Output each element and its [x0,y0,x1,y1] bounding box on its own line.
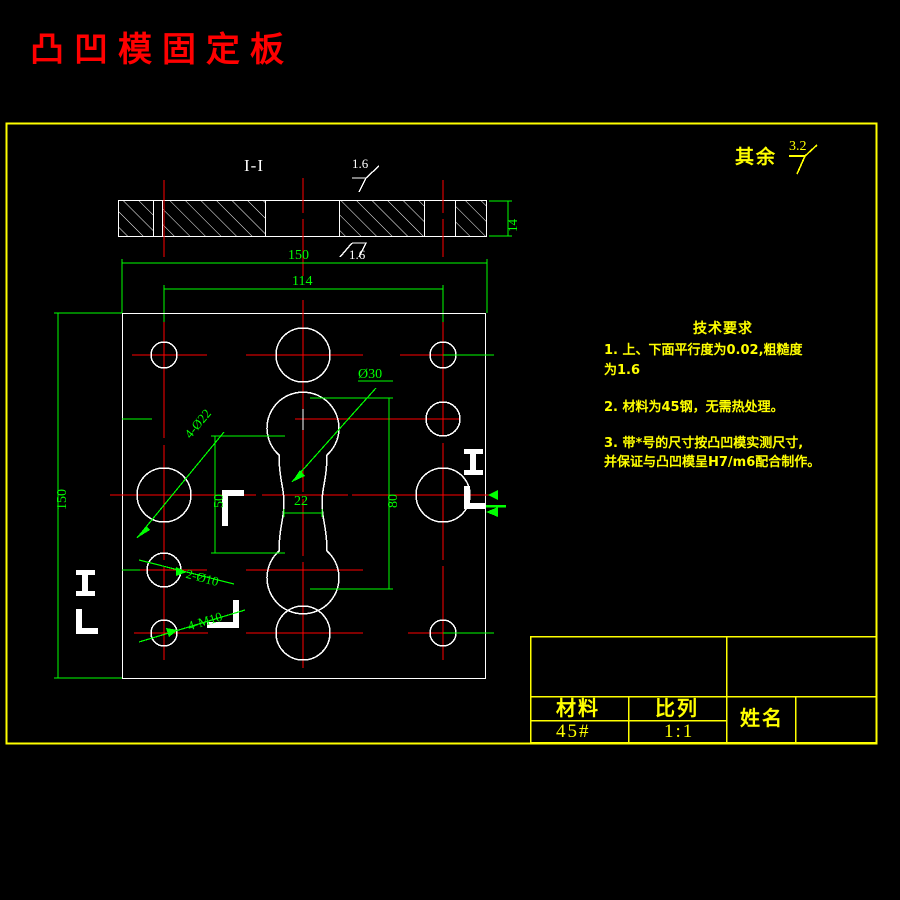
section-marker-right [464,449,506,517]
dim-label-80: 80 [386,494,401,508]
dim-label-22: 22 [294,494,308,509]
drawing-frame [5,122,878,745]
tech-note-line-5: 并保证与凸凹模呈H7/m6配合制作。 [604,455,821,470]
corner-bracket-lower [207,600,239,628]
tech-note-line-1: 1. 上、下面平行度为0.02,粗糙度 [604,343,803,358]
hole-m10-bl [150,619,178,647]
tech-note-line-3: 2. 材料为45钢，无需热处理。 [604,400,784,415]
dim-thickness-14 [489,200,512,237]
overall-finish-label: 其余 [735,146,778,168]
centerlines [110,300,496,668]
overall-finish-value: 3.2 [789,139,807,154]
hole-d22-top [275,327,331,383]
tech-note-line-4: 3. 带*号的尺寸按凸凹模实测尺寸, [604,436,804,451]
leader-d30 [291,380,393,483]
dim-label-150-top: 150 [288,248,309,263]
dim-label-height-150: 150 [55,489,70,510]
page-title: 凸凹模固定板 [30,32,294,69]
name-header: 姓名 [740,706,784,730]
edge-ticks [122,354,494,634]
dim-label-114: 114 [292,274,313,289]
corner-bracket-inner [222,490,244,526]
hole-d22-left [136,467,192,523]
central-slot [266,391,340,615]
hole-m10-tl [150,341,178,369]
section-view [117,165,512,352]
plate-outline [121,312,487,680]
finish-label-top: 1.6 [352,156,369,171]
scale-header: 比列 [655,696,699,720]
dim-label-50: 50 [212,494,227,508]
tech-note-line-2: 为1.6 [604,363,641,378]
leader-4xm10 [138,609,246,643]
overall-finish-symbol [789,144,818,175]
callout-d30: Ø30 [358,367,383,382]
leader-2xd10 [138,559,235,585]
section-label: I-I [244,156,264,175]
material-header: 材料 [556,696,600,720]
holes [136,327,471,661]
surface-finish-symbol-bottom [339,242,368,258]
dim-22 [283,509,323,517]
surface-finish-symbol-top [352,165,380,193]
leader-4xd22 [136,431,225,539]
hole-d10-right [425,401,461,437]
dim-label-14: 14 [505,219,520,232]
finish-label-bottom: 1.6 [349,247,366,262]
section-marker-left [76,570,98,634]
scale-value: 1:1 [664,721,695,742]
plan-view [54,300,506,680]
material-value: 45# [556,721,591,742]
tech-notes-heading: 技术要求 [693,321,753,337]
dim-width-150 [121,259,488,313]
dim-height-150 [54,312,122,679]
hole-d22-bottom [275,605,331,661]
title-block [529,635,878,744]
dim-80 [310,397,393,590]
